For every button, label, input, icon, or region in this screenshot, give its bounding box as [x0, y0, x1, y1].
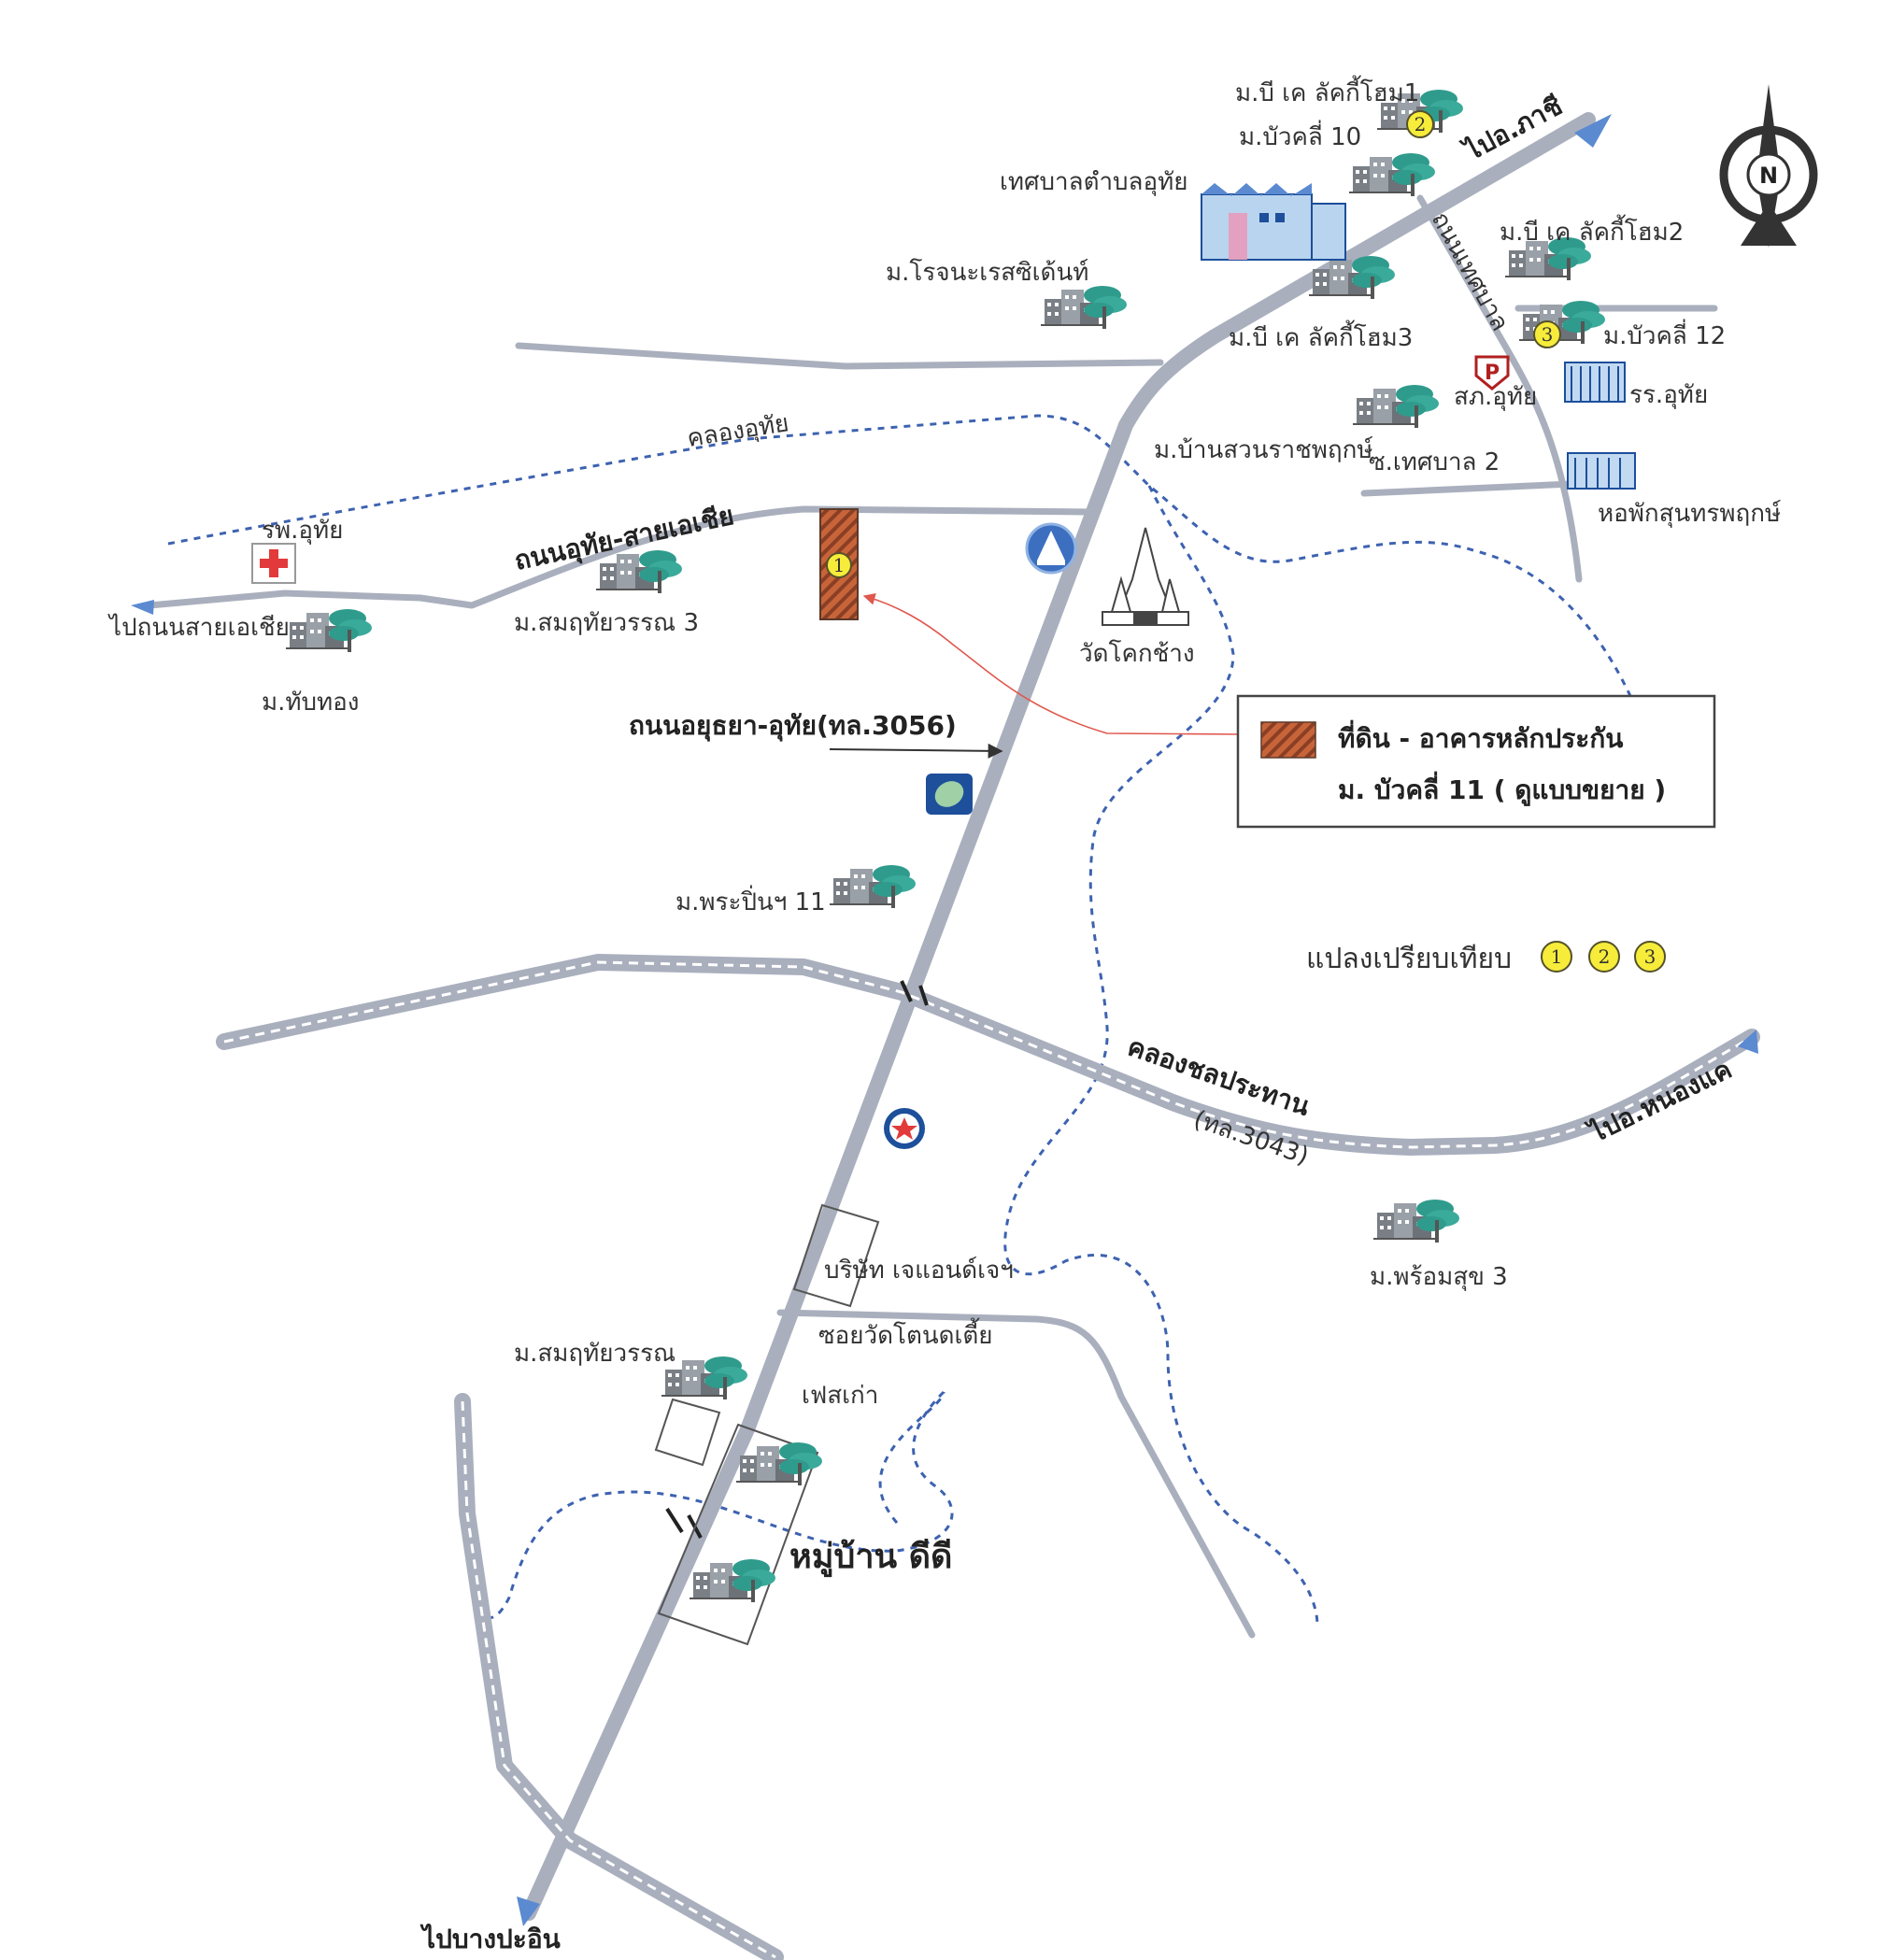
gas-station-icon: [884, 1108, 925, 1149]
police-icon: P: [1474, 355, 1510, 391]
subject-parcel: 1: [819, 508, 1239, 735]
bank-icon: [1025, 522, 1077, 575]
svg-text:ซอยวัดโตนดเตี้ย: ซอยวัดโตนดเตี้ย: [818, 1317, 993, 1350]
temple-icon: [1102, 527, 1189, 626]
svg-text:หอพักสุนทรพฤกษ์: หอพักสุนทรพฤกษ์: [1598, 500, 1782, 528]
svg-text:1: 1: [1551, 945, 1563, 968]
svg-text:ม.สมฤทัยวรรณ 3: ม.สมฤทัยวรรณ 3: [514, 609, 699, 637]
svg-text:ไปอ.หนองแค: ไปอ.หนองแค: [1583, 1054, 1737, 1150]
legend: ที่ดิน - อาคารหลักประกัน ม. บัวคลี่ 11 (…: [1236, 694, 1716, 829]
svg-text:สภ.อุทัย: สภ.อุทัย: [1454, 383, 1537, 411]
svg-text:2: 2: [1415, 113, 1427, 135]
bank-leaf-icon: [926, 774, 973, 815]
svg-text:วัดโคกช้าง: วัดโคกช้าง: [1079, 639, 1195, 668]
comparison-legend: แปลงเปรียบเทียบ 1 2 3: [1306, 941, 1666, 975]
svg-text:ม.โรจนะเรสซิเด้นท์: ม.โรจนะเรสซิเด้นท์: [886, 258, 1088, 287]
svg-text:แปลงเปรียบเทียบ: แปลงเปรียบเทียบ: [1306, 943, 1512, 975]
svg-text:3: 3: [1644, 945, 1656, 968]
svg-text:ม.บัวคลี่ 12: ม.บัวคลี่ 12: [1603, 319, 1726, 350]
svg-text:รร.อุทัย: รร.อุทัย: [1629, 381, 1708, 409]
svg-text:ม.ทับทอง: ม.ทับทอง: [262, 689, 360, 717]
svg-text:ไปบางปะอิน: ไปบางปะอิน: [419, 1924, 561, 1954]
legend-line2: ม. บัวคลี่ 11 ( ดูแบบขยาย ): [1338, 771, 1666, 806]
dormitory-icon: [1567, 452, 1636, 490]
svg-text:ซ.เทศบาล 2: ซ.เทศบาล 2: [1369, 448, 1500, 476]
svg-text:เทศบาลตำบลอุทัย: เทศบาลตำบลอุทัย: [1000, 168, 1187, 196]
marker-3: 3: [1533, 320, 1561, 348]
compass-icon: N: [1719, 84, 1818, 248]
svg-text:ม.บี เค ลัคกี้โฮม1: ม.บี เค ลัคกี้โฮม1: [1235, 75, 1419, 107]
school-icon: [1564, 362, 1626, 403]
svg-text:ม.บ้านสวนราชพฤกษ์: ม.บ้านสวนราชพฤกษ์: [1154, 436, 1373, 464]
svg-text:P: P: [1485, 362, 1500, 385]
svg-text:ถนนอยุธยา-อุทัย(ทล.3056): ถนนอยุธยา-อุทัย(ทล.3056): [629, 710, 957, 742]
svg-text:ม.พร้อมสุข 3: ม.พร้อมสุข 3: [1370, 1263, 1508, 1291]
svg-text:ม.สมฤทัยวรรณ: ม.สมฤทัยวรรณ: [514, 1340, 675, 1368]
svg-text:บริษัท เจแอนด์เจฯ: บริษัท เจแอนด์เจฯ: [824, 1257, 1014, 1285]
svg-text:รพ.อุทัย: รพ.อุทัย: [262, 517, 343, 545]
svg-text:คลองชลประทาน: คลองชลประทาน: [1124, 1030, 1314, 1122]
svg-text:หมู่บ้าน ดีดี: หมู่บ้าน ดีดี: [789, 1538, 952, 1578]
village-icons: [285, 89, 1606, 1603]
waterways: [167, 414, 1632, 1626]
legend-line1: ที่ดิน - อาคารหลักประกัน: [1338, 719, 1623, 754]
svg-text:ไปถนนสายเอเชีย: ไปถนนสายเอเชีย: [107, 613, 290, 642]
svg-text:2: 2: [1599, 945, 1611, 968]
svg-text:ม.บี เค ลัคกี้โฮม2: ม.บี เค ลัคกี้โฮม2: [1500, 214, 1684, 247]
svg-text:ม.บัวคลี่ 10: ม.บัวคลี่ 10: [1239, 120, 1361, 151]
svg-text:1: 1: [833, 554, 846, 576]
marker-2: 2: [1406, 110, 1434, 138]
svg-text:ม.พระปิ่นฯ 11: ม.พระปิ่นฯ 11: [675, 885, 826, 916]
svg-text:ม.บี เค ลัคกี้โฮม3: ม.บี เค ลัคกี้โฮม3: [1229, 320, 1413, 352]
svg-text:3: 3: [1542, 323, 1554, 346]
roads: [131, 112, 1760, 1960]
hospital-icon: [251, 543, 296, 584]
svg-text:คลองอุทัย: คลองอุทัย: [685, 409, 790, 453]
svg-text:N: N: [1759, 163, 1778, 189]
municipality-icon: [1201, 183, 1346, 261]
svg-text:เฟสเก่า: เฟสเก่า: [802, 1382, 878, 1410]
